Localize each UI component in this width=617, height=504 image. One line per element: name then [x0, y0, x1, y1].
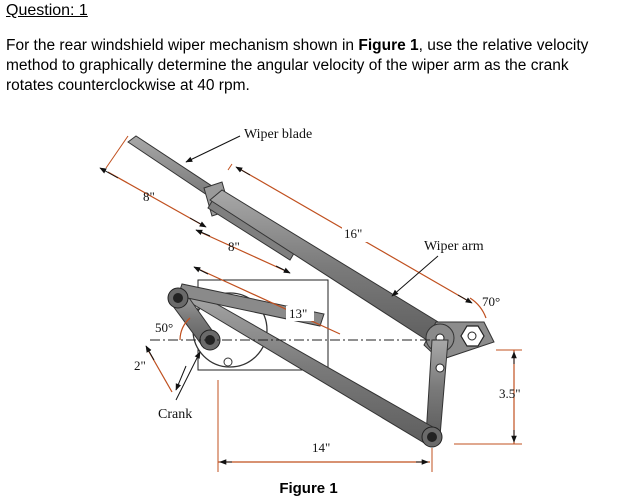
angle-70-arc — [469, 297, 487, 319]
angle-70-label: 70° — [482, 294, 500, 309]
dim-label-blade-inner: 8" — [228, 239, 240, 254]
figure-caption: Figure 1 — [279, 480, 338, 497]
question-text: For the rear windshield wiper mechanism … — [6, 36, 611, 96]
dim-coupler — [193, 266, 341, 335]
crank-leader — [175, 351, 201, 401]
dim-label-crank-offset: 2" — [134, 358, 146, 373]
dim-label-base-length: 14" — [312, 440, 330, 455]
disc-hole-bottom — [223, 357, 233, 367]
question-text-end: , use the relative velocity method to gr… — [6, 37, 589, 94]
dim-label-blade-outer: 8" — [143, 189, 155, 204]
lower-pivot-pin — [427, 432, 437, 442]
rocker-link — [425, 339, 449, 437]
pivot-nut-hole — [467, 331, 477, 341]
dim-label-rocker-height: 3.5" — [499, 386, 521, 401]
dim-rocker-height — [454, 349, 522, 445]
wiper-arm-leader — [391, 255, 439, 297]
crank-end-pin — [173, 293, 183, 303]
question-heading: Question: 1 — [6, 2, 88, 19]
question-text-start: For the rear windshield wiper mechanism … — [6, 37, 359, 54]
dim-label-arm-length: 16" — [344, 226, 362, 241]
dim-base-length — [217, 380, 433, 472]
dim-blade-inner — [195, 229, 291, 274]
angle-50-arc — [179, 317, 191, 341]
wiper-arm-label: Wiper arm — [424, 239, 484, 254]
angle-50-label: 50° — [155, 320, 173, 335]
wiper-blade-label: Wiper blade — [244, 127, 312, 142]
wiper-blade-leader — [185, 135, 241, 163]
dim-label-coupler: 13" — [289, 306, 307, 321]
rocker-hole — [435, 363, 445, 373]
dim-crank-offset — [145, 345, 187, 393]
crank-label: Crank — [158, 407, 192, 422]
figure-reference: Figure 1 — [358, 37, 419, 54]
dim-blade-outer — [99, 135, 207, 228]
